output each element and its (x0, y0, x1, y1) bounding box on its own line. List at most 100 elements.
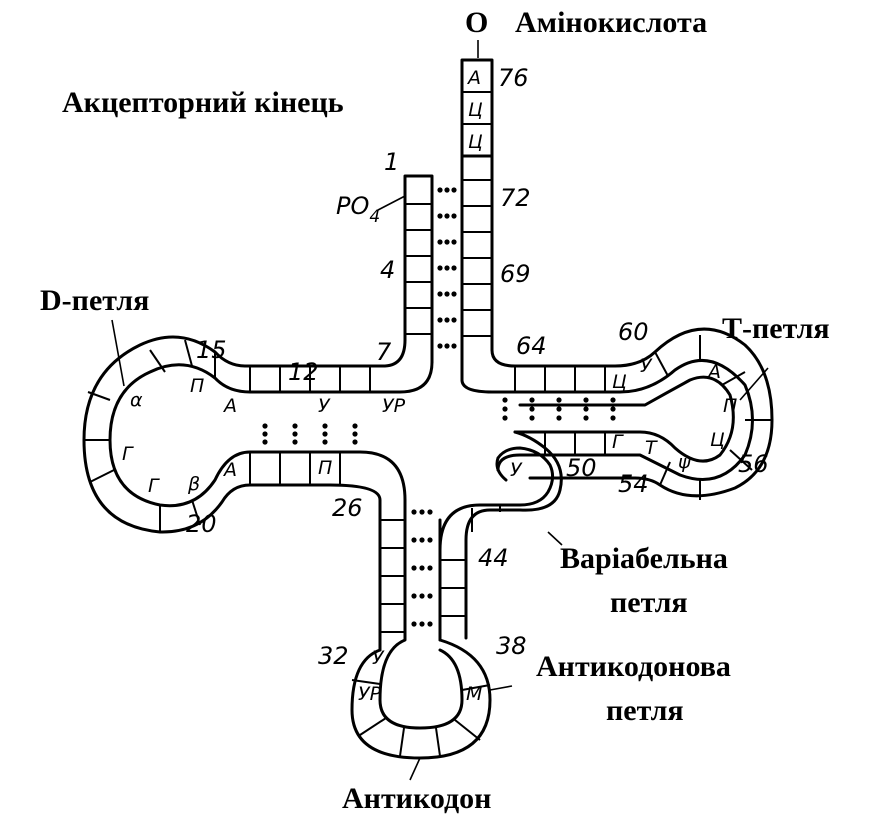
base-ac-u: У (372, 647, 385, 669)
base-pair-dot-acceptor (437, 213, 443, 219)
base-pair-dot-anticodon (411, 537, 417, 543)
acceptor-3-strand (460, 154, 494, 382)
base-d-a2: А (222, 459, 237, 481)
base-pair-dot-t (610, 415, 616, 421)
nucleotide-ticks (84, 155, 772, 757)
base-pair-dot-acceptor (444, 343, 450, 349)
pos-26: 26 (332, 494, 363, 522)
base-pair-dot-acceptor (451, 343, 457, 349)
base-pair-dot-anticodon (411, 621, 417, 627)
variable-loop-outer (438, 446, 555, 552)
base-d-p2: П (318, 457, 332, 479)
t-loop-label: Т-петля (722, 312, 830, 345)
base-pair-dot-anticodon (427, 621, 433, 627)
base-pair-dot-anticodon (411, 509, 417, 515)
base-pair-dot-anticodon (419, 593, 425, 599)
base-pair-dot-t (583, 415, 589, 421)
base-d-alpha: α (130, 389, 143, 411)
base-pair-dot-acceptor (451, 239, 457, 245)
pos-32: 32 (318, 642, 349, 670)
base-ac-m: М (466, 683, 482, 705)
base-pair-dot-acceptor (451, 291, 457, 297)
base-pair-dot-d (292, 439, 298, 445)
base-pair-dot-acceptor (437, 239, 443, 245)
base-d-u: У (318, 395, 331, 417)
base-pair-dot-t (556, 406, 562, 412)
base-pair-dot-t (610, 397, 616, 403)
base-acceptor-c2: Ц (468, 131, 483, 153)
base-pair-dot-anticodon (419, 537, 425, 543)
base-acceptor-a: А (466, 67, 481, 89)
pos-72: 72 (500, 184, 531, 212)
base-pair-dots (262, 187, 616, 627)
base-d-a1: А (222, 395, 237, 417)
pos-12: 12 (288, 358, 319, 386)
pos-20: 20 (186, 510, 217, 538)
base-pair-dot-t (529, 415, 535, 421)
base-pair-dot-acceptor (437, 265, 443, 271)
base-pair-dot-anticodon (411, 565, 417, 571)
base-pair-dot-anticodon (427, 593, 433, 599)
base-pair-dot-d (292, 423, 298, 429)
variable-loop-inner (513, 430, 563, 512)
anticodon-label: Антикодон (342, 782, 491, 815)
base-pair-dot-d (352, 431, 358, 437)
variable-loop-label-2: петля (610, 586, 688, 619)
base-pair-dot-d (262, 439, 268, 445)
pos-69: 69 (500, 260, 531, 288)
base-pair-dot-t (556, 415, 562, 421)
anticodon-loop-label-2: петля (606, 694, 684, 727)
base-pair-dot-t (502, 397, 508, 403)
base-t-c1: Ц (612, 371, 627, 393)
base-pair-dot-anticodon (419, 509, 425, 515)
base-t-g: Г (612, 431, 624, 453)
pos-44: 44 (478, 544, 509, 572)
pos-50: 50 (566, 454, 597, 482)
base-pair-dot-anticodon (427, 537, 433, 543)
base-d-beta: β (187, 473, 200, 495)
pos-64: 64 (516, 332, 547, 360)
base-pair-dot-t (502, 415, 508, 421)
pos-54: 54 (618, 470, 649, 498)
base-pair-dot-t (502, 406, 508, 412)
anticodon-loop-outer (350, 518, 492, 760)
base-letters: А Ц Ц П А У УР α Г Г β А П У УР М У Ц У … (122, 67, 737, 705)
base-pair-dot-acceptor (444, 213, 450, 219)
t-loop-inner (513, 375, 735, 463)
variable-loop-label-1: Варіабельна (560, 542, 728, 575)
acceptor-end-label: Акцепторний кінець (62, 86, 344, 119)
pos-60: 60 (618, 318, 649, 346)
base-pair-dot-anticodon (419, 621, 425, 627)
base-d-p: П (190, 375, 204, 397)
leader-lines (111, 40, 769, 781)
base-pair-dot-acceptor (437, 317, 443, 323)
pos-15: 15 (196, 336, 227, 364)
base-pair-dot-anticodon (427, 509, 433, 515)
anticodon-loop-label-1: Антикодонова (536, 650, 731, 683)
base-pair-dot-acceptor (451, 317, 457, 323)
strand-outline (82, 58, 774, 760)
base-pair-dot-acceptor (444, 265, 450, 271)
pos-4: 4 (380, 256, 395, 284)
base-pair-dot-acceptor (437, 343, 443, 349)
base-pair-dot-d (322, 423, 328, 429)
base-t-p: П (723, 395, 737, 417)
base-d-ur: УР (382, 395, 406, 417)
position-numbers: 76 72 69 64 60 56 54 50 44 38 32 26 20 1… (186, 64, 769, 670)
base-t-u: У (640, 355, 653, 377)
base-pair-dot-acceptor (437, 291, 443, 297)
base-pair-dot-t (583, 397, 589, 403)
base-pair-dot-acceptor (444, 239, 450, 245)
base-pair-dot-d (352, 439, 358, 445)
t-arm-outer (460, 358, 754, 481)
base-pair-dot-t (556, 397, 562, 403)
anticodon-loop-inner (378, 528, 464, 730)
region-labels: O Амінокислота Акцепторний кінець D-петл… (40, 6, 830, 815)
base-t-a: А (706, 361, 721, 383)
t-arm-inner (490, 327, 774, 498)
base-pair-dot-acceptor (451, 265, 457, 271)
base-pair-dot-anticodon (411, 593, 417, 599)
d-loop-label: D-петля (40, 284, 149, 317)
